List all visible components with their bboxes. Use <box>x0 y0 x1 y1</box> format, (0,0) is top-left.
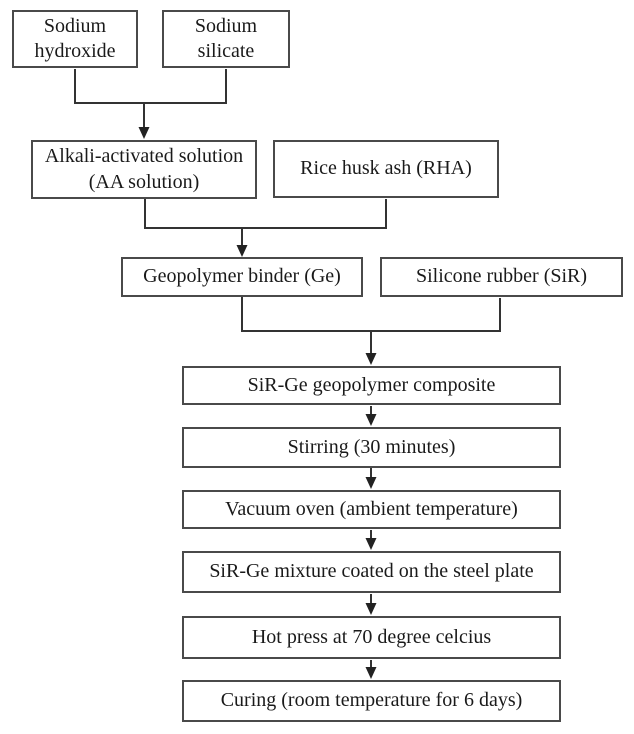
node-label: Silicone rubber (SiR) <box>415 265 588 288</box>
node-label: SiR-Ge mixture coated on the steel plate <box>209 560 534 583</box>
arrowhead-icon <box>365 538 377 550</box>
node-label: Hot press at 70 degree celcius <box>251 625 492 648</box>
node-label: Stirring (30 minutes) <box>287 435 456 458</box>
arrowhead-icon <box>365 667 377 679</box>
node-label: Sodium hydroxide <box>34 14 116 62</box>
node-label: Sodium silicate <box>194 14 258 62</box>
node-label: Geopolymer binder (Ge) <box>143 265 341 288</box>
node-curing: Curing (room temperature for 6 days) <box>182 680 561 722</box>
arrowhead-icon <box>138 127 150 139</box>
node-label: SiR-Ge geopolymer composite <box>247 373 496 396</box>
arrowhead-icon <box>365 603 377 615</box>
node-geopolymer-binder: Geopolymer binder (Ge) <box>121 257 363 297</box>
arrowhead-icon <box>236 245 248 257</box>
node-hot-press: Hot press at 70 degree celcius <box>182 616 561 659</box>
node-aa-solution: Alkali-activated solution (AA solution) <box>31 140 257 199</box>
node-label: Curing (room temperature for 6 days) <box>220 689 523 712</box>
node-label: Vacuum oven (ambient temperature) <box>225 497 518 520</box>
node-coating: SiR-Ge mixture coated on the steel plate <box>182 551 561 593</box>
arrowhead-icon <box>365 477 377 489</box>
node-rice-husk-ash: Rice husk ash (RHA) <box>273 140 499 198</box>
node-sir-ge-composite: SiR-Ge geopolymer composite <box>182 366 561 405</box>
node-sodium-hydroxide: Sodium hydroxide <box>12 10 138 68</box>
node-label: Rice husk ash (RHA) <box>300 157 472 180</box>
node-silicone-rubber: Silicone rubber (SiR) <box>380 257 623 297</box>
node-sodium-silicate: Sodium silicate <box>162 10 290 68</box>
merge-line-top <box>74 69 227 104</box>
node-stirring: Stirring (30 minutes) <box>182 427 561 468</box>
merge-line-lower <box>241 297 501 332</box>
node-vacuum-oven: Vacuum oven (ambient temperature) <box>182 490 561 529</box>
node-label: Alkali-activated solution (AA solution) <box>44 145 244 193</box>
merge-line-mid <box>144 199 387 229</box>
arrowhead-icon <box>365 414 377 426</box>
arrowhead-icon <box>365 353 377 365</box>
